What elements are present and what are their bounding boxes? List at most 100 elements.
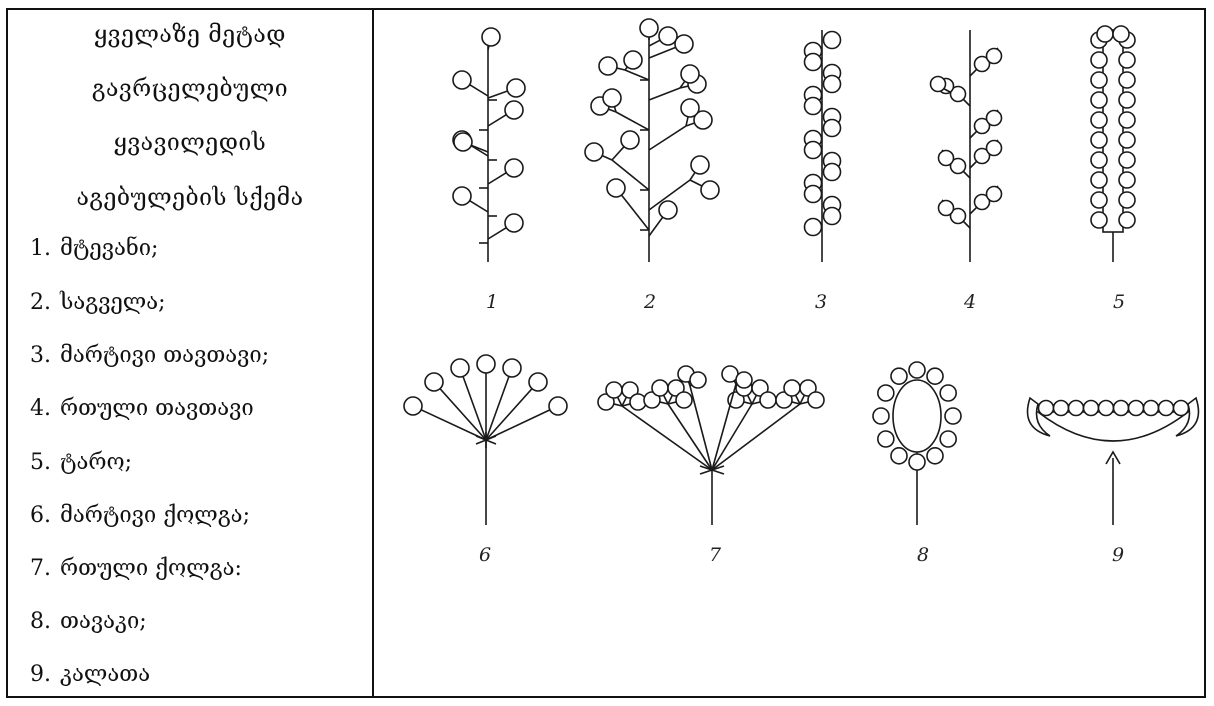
flower-circle [659, 27, 677, 45]
legend-item-number: 2. [30, 290, 60, 315]
flower-circle [1113, 26, 1129, 42]
legend-item-label: საგველა; [60, 290, 166, 315]
flower-circle [675, 35, 693, 53]
legend-item-label: თავაკი; [60, 609, 147, 634]
branch-line [649, 126, 686, 150]
flower-circle [1119, 52, 1135, 68]
legend-item-5: 5.ტარო; [30, 450, 132, 475]
flower-circle [1119, 172, 1135, 188]
flower-circle [1091, 212, 1107, 228]
ray-line [712, 404, 800, 470]
figure-4-compound-spike [931, 30, 1002, 262]
pedicel-line [612, 147, 624, 160]
pedicel-line [649, 40, 660, 46]
figure-3-simple-spike [805, 30, 841, 262]
figure-label-1: 1 [486, 291, 498, 313]
flower-circle [891, 448, 907, 464]
flower-circle [640, 19, 658, 37]
flower-circle [1039, 401, 1054, 416]
pedicel-line [440, 389, 486, 440]
flower-circle [681, 65, 699, 83]
flower-circle [652, 380, 668, 396]
pedicel-line [470, 201, 488, 212]
figure-5-spadix [1091, 26, 1135, 262]
receptacle-bowl [1038, 412, 1188, 441]
flower-circle [1091, 172, 1107, 188]
legend-item-1: 1.მტევანი; [30, 236, 158, 261]
flower-circle [599, 57, 617, 75]
legend-item-number: 7. [30, 556, 60, 581]
flower-circle [603, 89, 621, 107]
flower-circle [805, 142, 822, 159]
pedicel-line [649, 47, 676, 58]
figure-labels: 1 2 3 4 5 6 7 8 9 [479, 291, 1125, 566]
pedicel-line [617, 68, 625, 70]
legend-item-label: მტევანი; [60, 236, 158, 261]
flower-circle [931, 77, 946, 92]
legend-item-label: რთული ქოლგა: [60, 556, 242, 581]
flower-circle [927, 448, 943, 464]
legend-item-number: 3. [30, 343, 60, 368]
flower-circle [690, 372, 706, 388]
branch-line [649, 88, 680, 100]
legend-item-number: 8. [30, 609, 60, 634]
legend-item-9: 9.კალათა [30, 662, 150, 687]
legend-item-label: მარტივი ქოლგა; [60, 503, 250, 528]
flower-circle [805, 186, 822, 203]
pedicel-line [690, 172, 695, 180]
branch-line [616, 112, 649, 130]
flower-circle [503, 359, 521, 377]
flower-circle [1099, 401, 1114, 416]
ray-line [712, 404, 752, 470]
flower-circle [529, 373, 547, 391]
branch-line [625, 70, 649, 80]
column-divider [372, 8, 374, 698]
legend-item-3: 3.მარტივი თავთავი; [30, 343, 269, 368]
legend-item-number: 1. [30, 236, 60, 261]
ray-line [668, 404, 712, 470]
flower-circle [1091, 192, 1107, 208]
flower-circle [1091, 52, 1107, 68]
flower-circle [909, 454, 925, 470]
flower-circle [760, 392, 776, 408]
flower-circle [987, 141, 1002, 156]
flower-circle [1144, 401, 1159, 416]
legend-item-number: 4. [30, 396, 60, 421]
legend-item-4: 4.რთული თავთავი [30, 396, 254, 421]
flower-circle [1091, 92, 1107, 108]
flower-circle [987, 49, 1002, 64]
flower-circle [505, 159, 523, 177]
flower-circle [621, 131, 639, 149]
flower-circle [453, 187, 471, 205]
pedicel-line [488, 91, 508, 98]
flower-circle [1119, 132, 1135, 148]
figure-1-raceme [453, 28, 525, 262]
figure-2-panicle [585, 19, 719, 262]
flower-circle [939, 201, 954, 216]
legend-item-number: 6. [30, 503, 60, 528]
flower-circle [681, 99, 699, 117]
figure-label-8: 8 [917, 544, 929, 566]
flower-circle [1054, 401, 1069, 416]
flower-circle [1091, 112, 1107, 128]
pedicel-line [649, 217, 663, 236]
flower-circle [507, 79, 525, 97]
flower-circle [878, 431, 894, 447]
flower-circle [454, 133, 472, 151]
legend-item-label: კალათა [60, 662, 150, 687]
flower-circle [805, 54, 822, 71]
figure-label-9: 9 [1112, 544, 1124, 566]
flower-circle [549, 397, 567, 415]
flower-circle [784, 380, 800, 396]
legend-item-8: 8.თავაკი; [30, 609, 147, 634]
figure-9-basket [1028, 398, 1199, 525]
flower-circle [1091, 72, 1107, 88]
legend-item-6: 6.მარტივი ქოლგა; [30, 503, 250, 528]
flower-circle [824, 164, 841, 181]
flower-circle [909, 362, 925, 378]
ray-line [712, 384, 736, 470]
pedicel-line [690, 180, 702, 186]
flower-circle [824, 32, 841, 49]
flower-circle [1119, 212, 1135, 228]
flower-circle [1091, 152, 1107, 168]
